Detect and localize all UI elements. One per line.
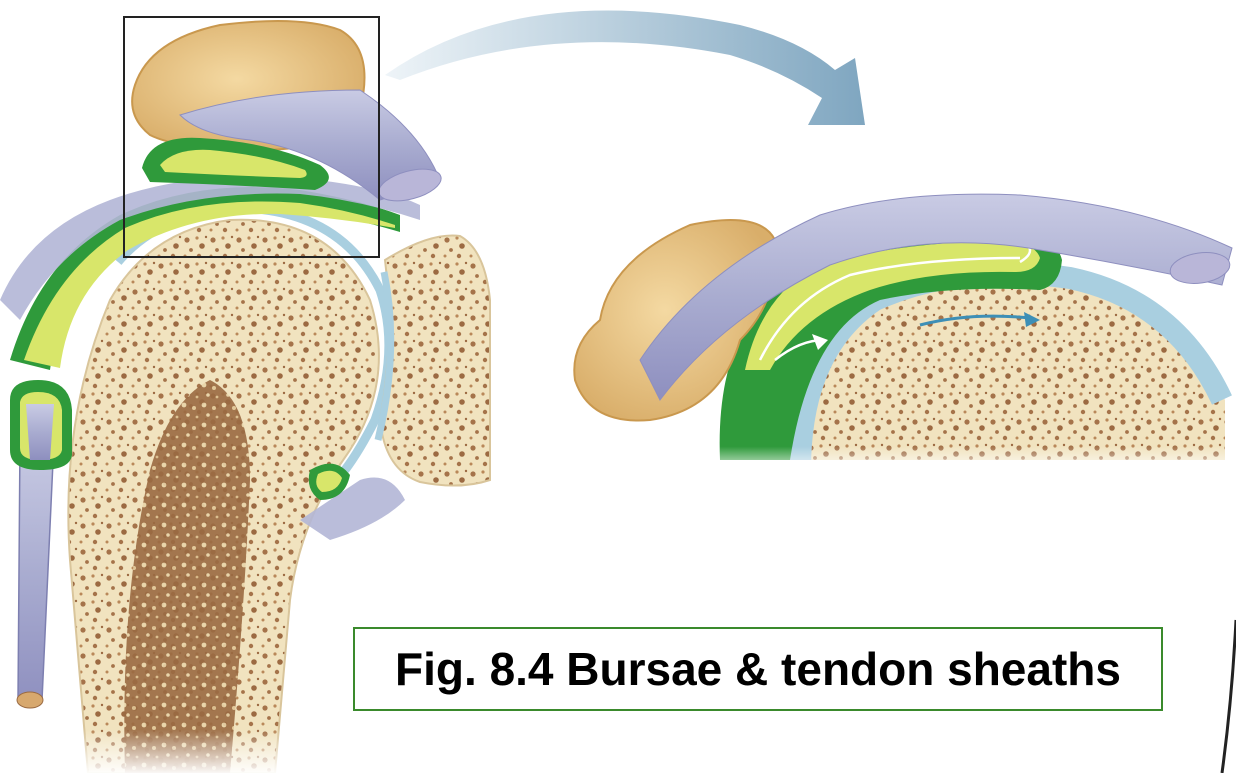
figure-caption-box: Fig. 8.4 Bursae & tendon sheaths xyxy=(353,627,1163,711)
glenoid xyxy=(380,236,490,486)
magnified-bursa-view xyxy=(574,194,1236,480)
zoom-arrow xyxy=(385,11,865,125)
figure-caption: Fig. 8.4 Bursae & tendon sheaths xyxy=(395,642,1121,696)
outer-edge xyxy=(1222,620,1236,773)
